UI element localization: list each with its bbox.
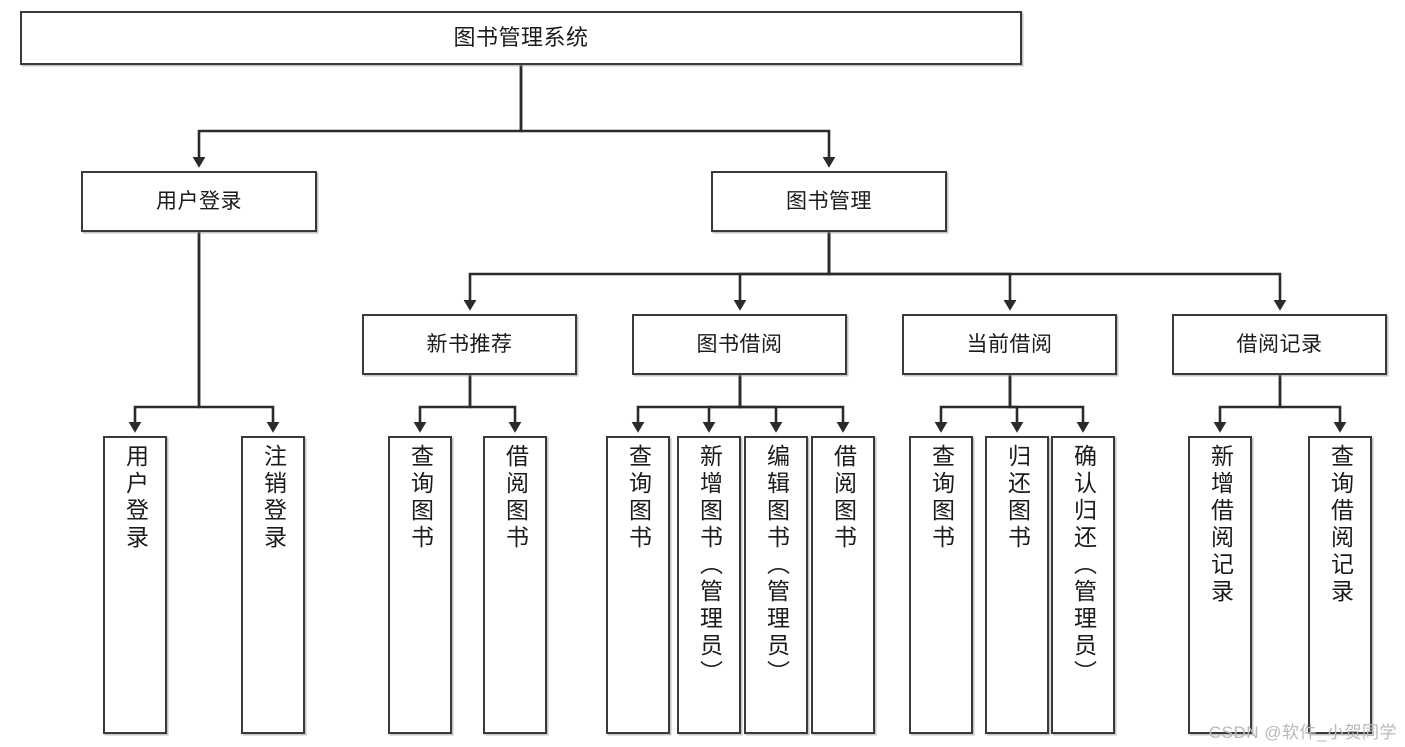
node-leaf-borrow-book-2-label: 借阅图书: [830, 444, 857, 552]
node-new-book-recommend[interactable]: 新书推荐: [362, 314, 577, 375]
node-book-borrow-label: 图书借阅: [696, 332, 783, 356]
node-leaf-user-login[interactable]: 用户登录: [103, 436, 167, 734]
node-leaf-user-login-label: 用户登录: [122, 444, 149, 552]
node-leaf-edit-book[interactable]: 编辑图书（管理员）: [744, 436, 808, 734]
node-new-book-recommend-label: 新书推荐: [426, 332, 513, 356]
node-book-manage-label: 图书管理: [786, 189, 872, 213]
node-book-manage[interactable]: 图书管理: [711, 171, 947, 232]
node-borrow-record-label: 借阅记录: [1236, 332, 1323, 356]
node-leaf-confirm-return[interactable]: 确认归还（管理员）: [1051, 436, 1115, 734]
node-leaf-edit-book-label: 编辑图书（管理员）: [763, 444, 790, 687]
node-root[interactable]: 图书管理系统: [20, 11, 1022, 65]
node-leaf-user-logout[interactable]: 注销登录: [241, 436, 305, 734]
watermark: CSDN @软件_小贺同学: [1208, 723, 1397, 742]
node-leaf-borrow-book-1[interactable]: 借阅图书: [483, 436, 547, 734]
node-current-borrow-label: 当前借阅: [966, 332, 1053, 356]
node-book-borrow[interactable]: 图书借阅: [632, 314, 847, 375]
node-leaf-query-book-3[interactable]: 查询图书: [909, 436, 973, 734]
node-leaf-add-book-label: 新增图书（管理员）: [696, 444, 723, 687]
node-borrow-record[interactable]: 借阅记录: [1172, 314, 1387, 375]
node-user-login[interactable]: 用户登录: [81, 171, 317, 232]
node-leaf-query-book-3-label: 查询图书: [928, 444, 955, 552]
node-leaf-add-book[interactable]: 新增图书（管理员）: [677, 436, 741, 734]
node-leaf-query-book-2[interactable]: 查询图书: [606, 436, 670, 734]
node-root-label: 图书管理系统: [453, 24, 589, 50]
node-leaf-add-record-label: 新增借阅记录: [1207, 444, 1234, 606]
node-leaf-return-book[interactable]: 归还图书: [985, 436, 1049, 734]
node-leaf-confirm-return-label: 确认归还（管理员）: [1070, 444, 1097, 687]
node-leaf-query-book-1-label: 查询图书: [407, 444, 434, 552]
node-leaf-query-book-1[interactable]: 查询图书: [388, 436, 452, 734]
node-leaf-query-book-2-label: 查询图书: [625, 444, 652, 552]
node-leaf-query-record[interactable]: 查询借阅记录: [1308, 436, 1372, 734]
node-user-login-label: 用户登录: [156, 189, 242, 213]
node-leaf-query-record-label: 查询借阅记录: [1327, 444, 1354, 606]
node-leaf-add-record[interactable]: 新增借阅记录: [1188, 436, 1252, 734]
node-leaf-borrow-book-2[interactable]: 借阅图书: [811, 436, 875, 734]
node-leaf-return-book-label: 归还图书: [1004, 444, 1031, 552]
node-leaf-borrow-book-1-label: 借阅图书: [502, 444, 529, 552]
node-leaf-user-logout-label: 注销登录: [260, 444, 287, 552]
node-current-borrow[interactable]: 当前借阅: [902, 314, 1117, 375]
